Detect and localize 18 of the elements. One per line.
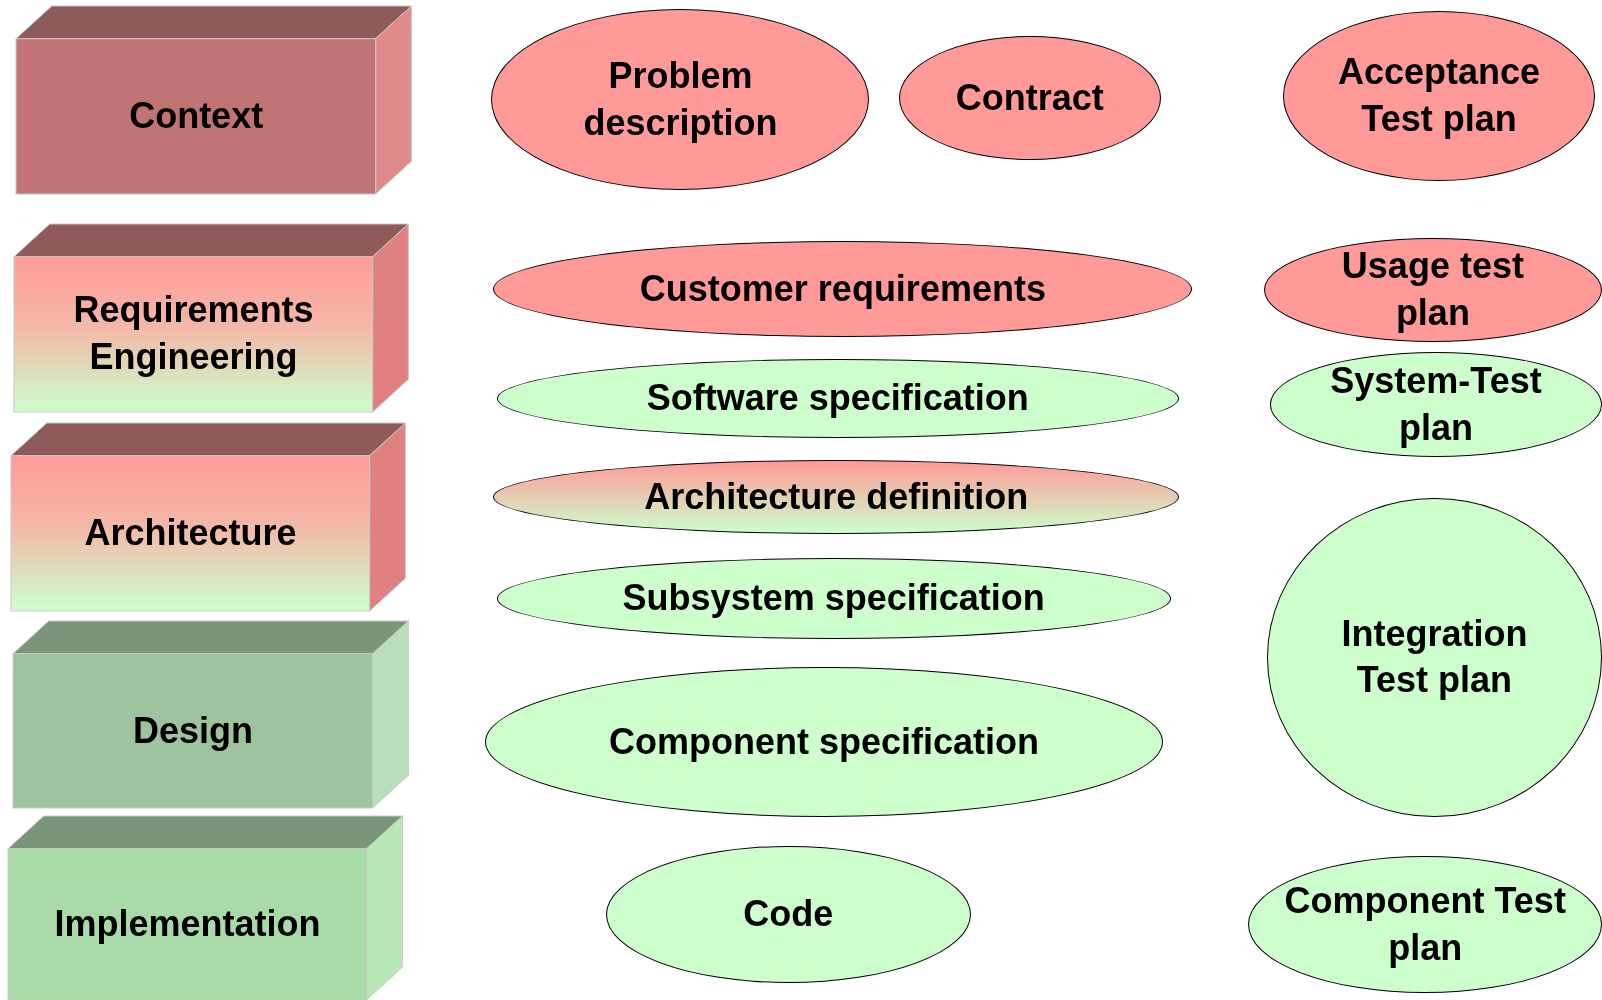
artifact-label: Code	[743, 892, 834, 936]
artifact-label: Software specification	[646, 376, 1029, 421]
artifact-label: Architecture definition	[644, 474, 1029, 519]
phase-label: Requirements Engineering	[72, 288, 315, 380]
phase-label: Design	[133, 708, 254, 753]
artifact-label: Problem description	[582, 53, 779, 145]
phase-label: Implementation	[54, 902, 321, 947]
artifact-label: Component Test plan	[1283, 878, 1567, 970]
artifact-label: Acceptance Test plan	[1337, 50, 1542, 142]
artifact-label: Usage test plan	[1340, 244, 1525, 336]
artifact-label: System-Test plan	[1329, 358, 1543, 450]
artifact-label: Component specification	[608, 719, 1039, 764]
artifact-label: Contract	[955, 75, 1104, 120]
phase-label: Architecture	[84, 510, 297, 555]
phase-label: Context	[129, 94, 264, 139]
artifact-label: Customer requirements	[639, 266, 1046, 311]
artifact-label: Integration Test plan	[1340, 611, 1529, 703]
artifact-label: Subsystem specification	[622, 575, 1045, 620]
